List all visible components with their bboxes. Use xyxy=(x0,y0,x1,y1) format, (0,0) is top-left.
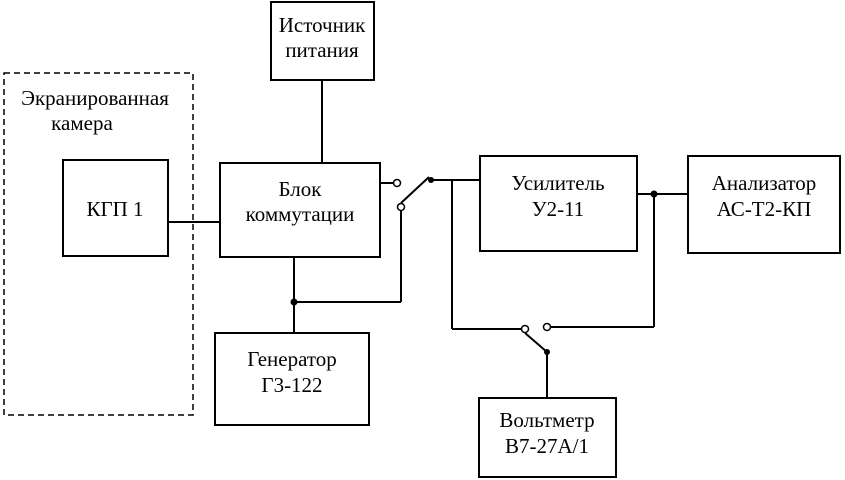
block-kgp-label: КГП 1 xyxy=(86,197,143,221)
block-power-source-label-line-2: питания xyxy=(285,38,359,62)
switch-1-contact-lower xyxy=(396,202,406,212)
switch-1-pivot xyxy=(428,177,434,183)
shielded-chamber-label-line-1: Экранированная xyxy=(21,86,169,110)
block-kgp-frame xyxy=(62,159,169,257)
block-analyzer-label-line-2: АС-Т2-КП xyxy=(717,197,812,221)
shielded-chamber-label-line-2: камера xyxy=(51,111,113,135)
block-voltmeter: Вольтметр В7-27А/1 xyxy=(478,397,617,478)
block-amplifier-label-line-2: У2-11 xyxy=(532,197,585,221)
junction-node-analyzer xyxy=(650,190,658,198)
block-switching-unit: Блок коммутации xyxy=(219,162,381,258)
wires xyxy=(168,80,688,398)
block-voltmeter-label-line-2: В7-27А/1 xyxy=(505,434,589,458)
switch-2-blade xyxy=(524,332,548,353)
block-generator-label-line-1: Генератор xyxy=(247,347,337,371)
block-voltmeter-label-line-1: Вольтметр xyxy=(499,408,594,432)
block-power-source-frame xyxy=(270,1,375,81)
junction-node-generator xyxy=(290,298,298,306)
block-amplifier-label-line-1: Усилитель xyxy=(511,171,604,195)
block-power-source-label-line-1: Источник xyxy=(279,13,366,37)
block-power-source: Источник питания xyxy=(270,1,375,81)
switch-2-pivot xyxy=(544,349,550,355)
block-switching-unit-label-line-1: Блок xyxy=(279,177,323,201)
block-amplifier: Усилитель У2-11 xyxy=(479,155,638,252)
block-generator-label-line-2: Г3-122 xyxy=(261,373,322,397)
block-switching-unit-label-line-2: коммутации xyxy=(246,202,355,226)
block-analyzer-label-line-1: Анализатор xyxy=(712,171,817,195)
switch-2-contact-right xyxy=(542,322,552,332)
block-amplifier-frame xyxy=(479,155,638,252)
shielded-chamber-boundary xyxy=(3,72,194,416)
block-voltmeter-frame xyxy=(478,397,617,478)
switch-1-blade xyxy=(400,176,430,204)
block-analyzer-frame xyxy=(687,155,841,254)
block-analyzer: Анализатор АС-Т2-КП xyxy=(687,155,841,254)
switch-2-contact-left xyxy=(520,324,530,334)
block-generator-frame xyxy=(214,332,370,426)
block-kgp: КГП 1 xyxy=(62,159,169,257)
block-generator: Генератор Г3-122 xyxy=(214,332,370,426)
switch-1-contact-upper xyxy=(392,178,402,188)
block-switching-unit-frame xyxy=(219,162,381,258)
